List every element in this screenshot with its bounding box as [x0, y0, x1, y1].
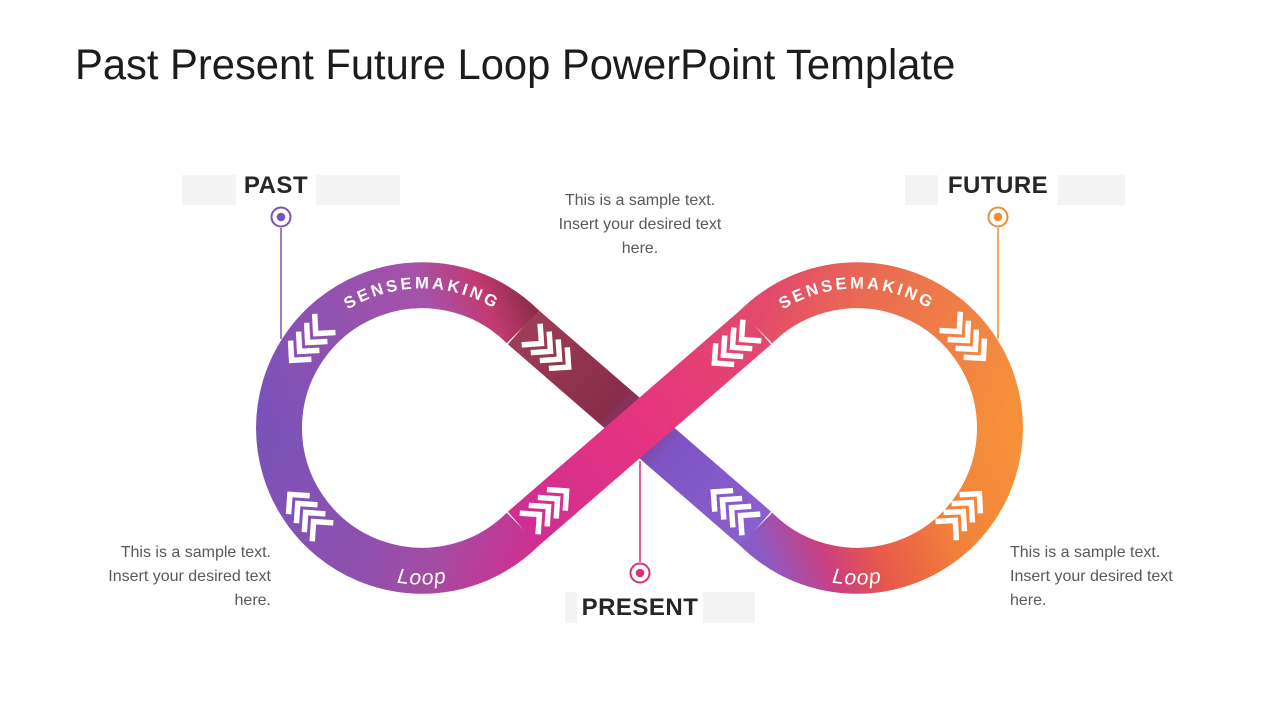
future-label[interactable]: FUTURE: [947, 172, 1049, 199]
future-marker-dot: [993, 212, 1003, 222]
past-marker-dot: [276, 212, 286, 222]
future-label-box: [938, 170, 1058, 210]
present-label-box: [577, 589, 703, 629]
left-loop-top-arc: [256, 262, 540, 429]
sample-text-bottom-left[interactable]: This is a sample text. Insert your desir…: [108, 544, 271, 609]
left-loop-bottom-text: Loop: [396, 565, 448, 590]
present-label[interactable]: PRESENT: [581, 594, 699, 621]
right-loop-bottom-text: Loop: [831, 565, 883, 590]
slide-title[interactable]: Past Present Future Loop PowerPoint Temp…: [75, 41, 956, 89]
left-loop-bottom-arc: [256, 427, 540, 594]
past-label-box: [236, 170, 316, 210]
present-marker-dot: [635, 568, 645, 578]
sample-text-bottom-right[interactable]: This is a sample text. Insert your desir…: [1010, 544, 1173, 609]
sample-text-top[interactable]: This is a sample text. Insert your desir…: [558, 192, 722, 257]
right-loop-top-arc: [739, 262, 1023, 429]
past-label[interactable]: PAST: [243, 172, 309, 199]
right-loop-bottom-arc: [739, 427, 1023, 594]
